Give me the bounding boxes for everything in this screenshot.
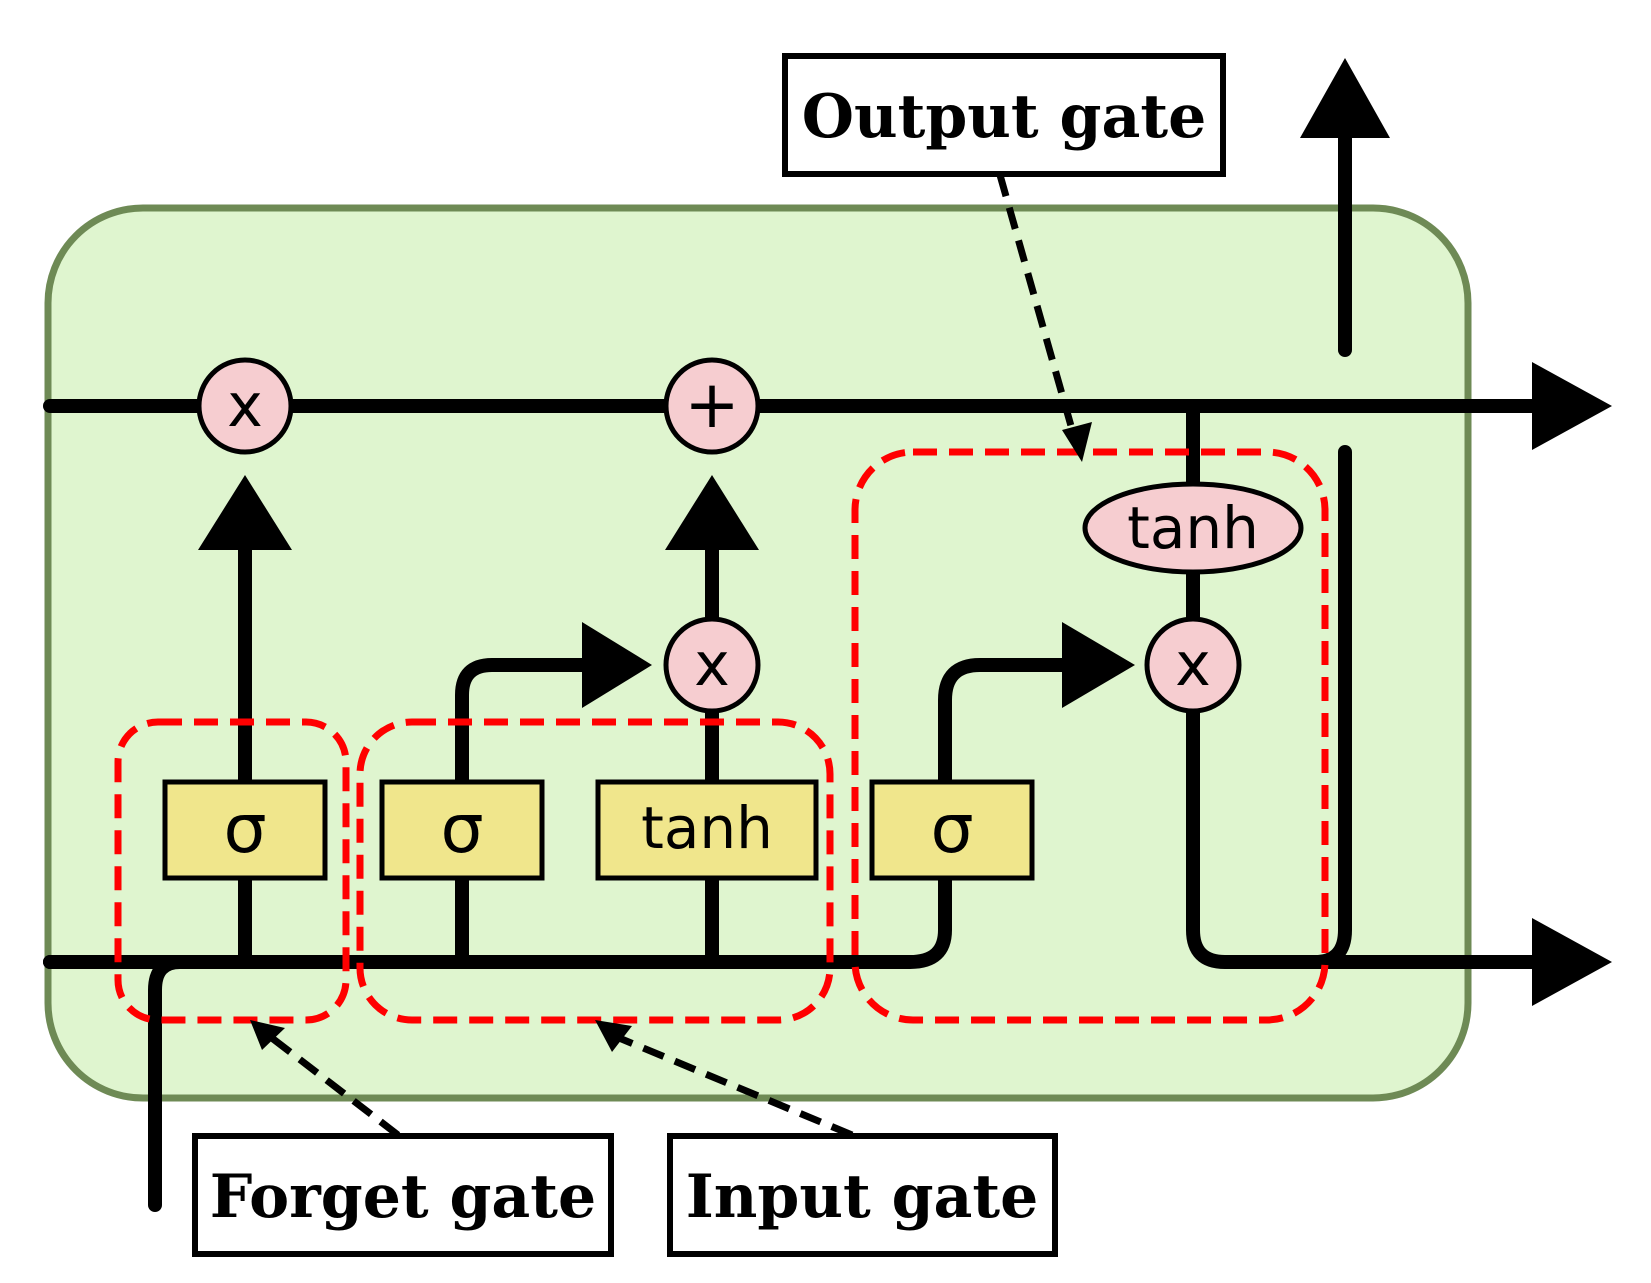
input-sigma-arrow <box>582 622 652 708</box>
cell-add-symbol: + <box>684 366 739 443</box>
input-tanh-layer: tanh <box>595 779 819 881</box>
cell-state-out-arrow <box>1532 362 1612 450</box>
hidden-output-vertical <box>1308 445 1352 969</box>
input-multiply-op: x <box>663 616 761 714</box>
cell-add-op: + <box>663 357 761 455</box>
forget-sigma-layer: σ <box>162 779 328 881</box>
callout-pointers <box>265 174 1079 1139</box>
input-gate-callout: Input gate <box>667 1133 1058 1257</box>
input-sigma-layer: σ <box>379 779 545 881</box>
output-tanh-label: tanh <box>1127 494 1259 562</box>
forget-up-arrow <box>198 475 292 550</box>
output-tanh-op: tanh <box>1082 481 1304 575</box>
forget-sigma-label: σ <box>223 790 266 869</box>
forget-multiply-symbol: x <box>227 371 263 441</box>
input-up-arrow <box>665 475 759 550</box>
input-sigma-label: σ <box>440 790 483 869</box>
output-sigma-arrow <box>1062 622 1135 708</box>
input-gate-pointer-head <box>595 1020 632 1052</box>
forget-gate-label: Forget gate <box>210 1162 596 1232</box>
callout-pointer-heads <box>250 422 1092 1052</box>
output-gate-callout: Output gate <box>782 53 1226 177</box>
hidden-out-arrow <box>1532 918 1612 1006</box>
forget-multiply-op: x <box>196 357 294 455</box>
output-gate-outline <box>851 448 1329 1024</box>
forget-gate-pointer <box>265 1032 401 1138</box>
output-sigma-label: σ <box>930 790 973 869</box>
input-sigma-line <box>455 658 597 969</box>
output-mul-down-line <box>1186 658 1547 969</box>
input-tanh-label: tanh <box>641 794 773 862</box>
input-gate-label: Input gate <box>686 1162 1039 1232</box>
forget-gate-outline <box>114 718 350 1024</box>
arrowheads <box>198 58 1612 1006</box>
output-multiply-op: x <box>1144 616 1242 714</box>
output-multiply-symbol: x <box>1175 630 1211 700</box>
hidden-up-arrow <box>1300 58 1390 138</box>
forget-gate-pointer-head <box>250 1020 285 1050</box>
forget-gate-callout: Forget gate <box>192 1133 614 1257</box>
flow-lines <box>43 123 1547 1212</box>
input-multiply-symbol: x <box>694 630 730 700</box>
input-gate-pointer <box>610 1031 854 1139</box>
output-gate-pointer <box>996 174 1079 441</box>
output-gate-pointer-head <box>1062 422 1092 462</box>
output-sigma-layer: σ <box>869 779 1035 881</box>
output-gate-label: Output gate <box>802 82 1207 152</box>
